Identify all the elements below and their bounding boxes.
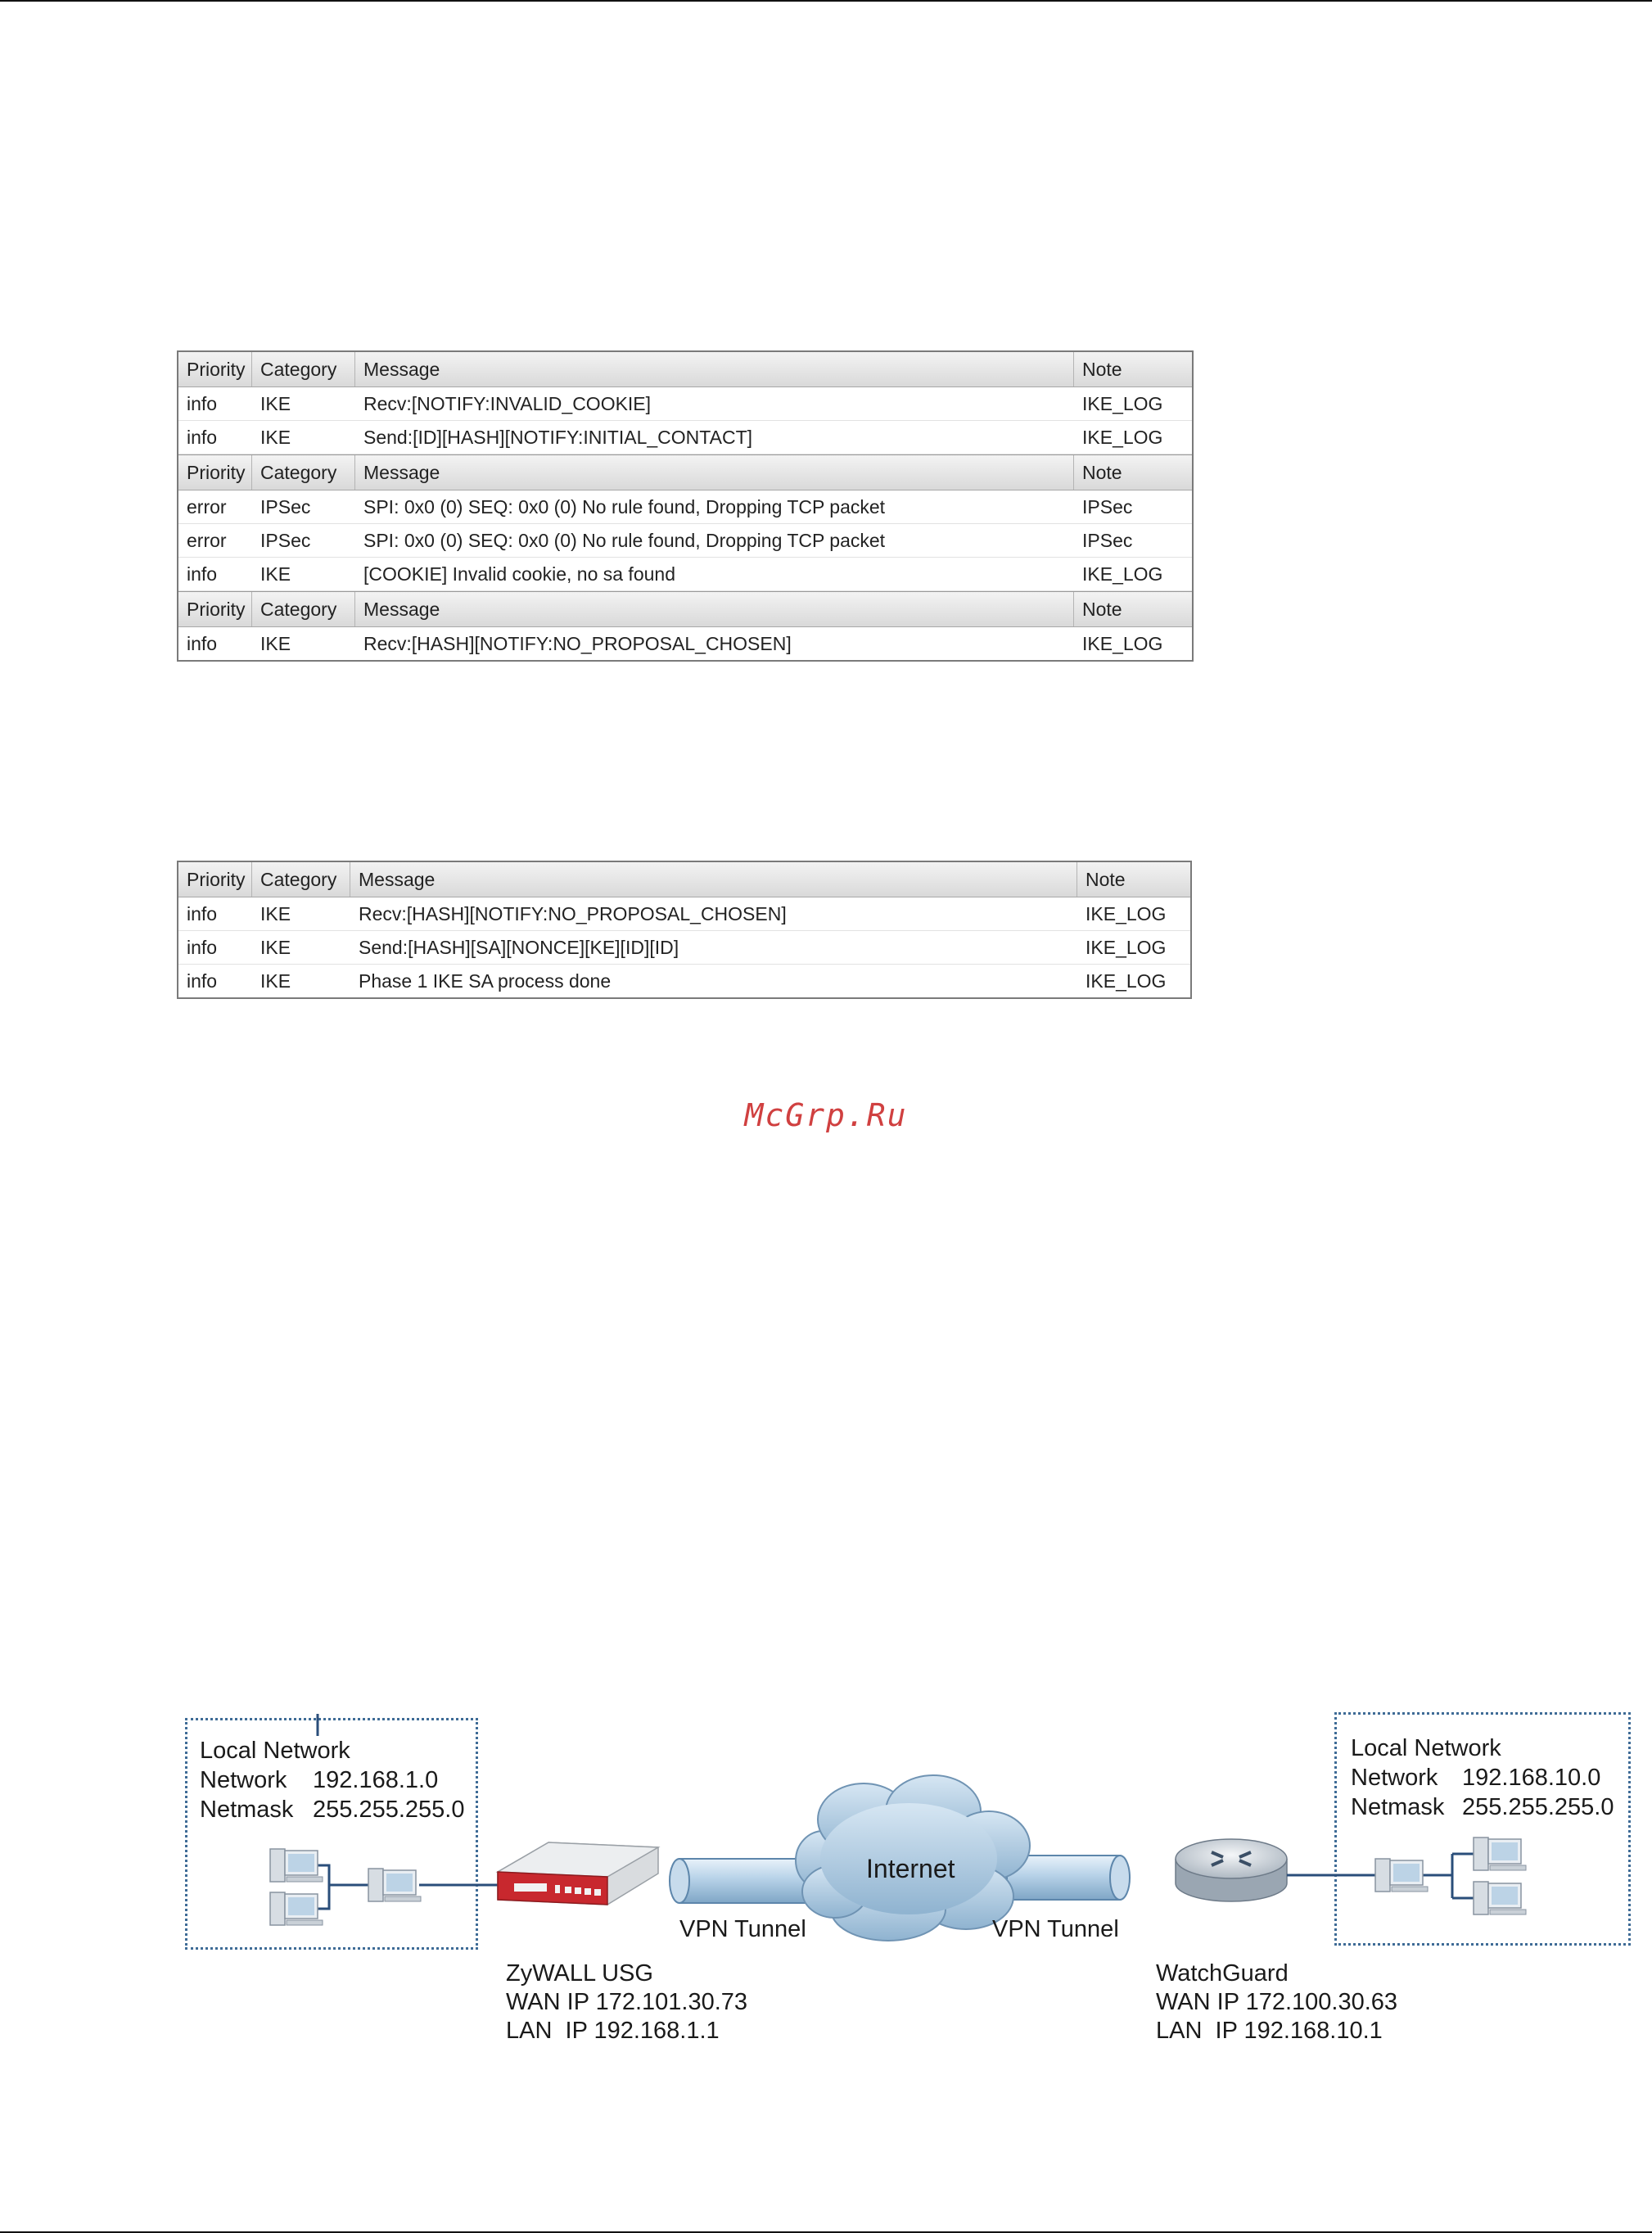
watchguard-lan-ip: LAN IP 192.168.10.1 [1156, 2018, 1383, 2044]
cell-note: IKE_LOG [1082, 426, 1163, 448]
cell-category: IKE [260, 392, 291, 414]
column-header-message: Message [355, 455, 1074, 490]
cell-message: SPI: 0x0 (0) SEQ: 0x0 (0) No rule found,… [363, 529, 886, 551]
column-header-note: Note [1082, 598, 1122, 620]
cell-message: Phase 1 IKE SA process done [359, 970, 612, 992]
cell-priority: info [187, 632, 218, 654]
left-local-network-box [185, 1718, 478, 1950]
cell-message: Recv:[NOTIFY:INVALID_COOKIE] [363, 392, 652, 414]
right-network-title: Local Network [1351, 1735, 1501, 1761]
table-row: info IKE Recv:[HASH][NOTIFY:NO_PROPOSAL_CH… [178, 897, 1190, 931]
cell-message: SPI: 0x0 (0) SEQ: 0x0 (0) No rule found,… [363, 495, 886, 518]
column-header-message: Message [350, 862, 1077, 897]
watermark-text: McGrp.Ru [744, 1097, 908, 1133]
column-header-message: Message [355, 592, 1074, 626]
vpn-tunnel-left-label: VPN Tunnel [679, 1916, 806, 1942]
cell-category: IPSec [260, 495, 311, 518]
cell-category: IKE [260, 426, 291, 448]
right-netmask-value: 255.255.255.0 [1462, 1794, 1614, 1820]
cell-priority: error [187, 529, 227, 551]
cell-category: IKE [260, 563, 291, 585]
left-network-address: 192.168.1.0 [313, 1767, 439, 1793]
vpn-tunnel-right [1006, 1855, 1131, 1901]
cell-note: IKE_LOG [1086, 936, 1167, 958]
column-header-priority: Priority [178, 352, 252, 386]
cell-message: [COOKIE] Invalid cookie, no sa found [363, 563, 675, 585]
cell-priority: error [187, 495, 227, 518]
cell-note: IKE_LOG [1086, 970, 1167, 992]
column-header-note: Note [1082, 461, 1122, 483]
cell-category: IKE [260, 970, 291, 992]
cell-note: IKE_LOG [1082, 632, 1163, 654]
column-header-priority: Priority [178, 592, 252, 626]
right-network-address: 192.168.10.0 [1462, 1765, 1601, 1791]
right-network-label: Network [1351, 1765, 1438, 1791]
column-header-category: Category [252, 352, 355, 386]
zywall-wan-ip: WAN IP 172.101.30.73 [506, 1989, 748, 2015]
table-row: info IKE Phase 1 IKE SA process done IKE_LO… [178, 965, 1190, 997]
zywall-usg-device [495, 1842, 661, 1905]
right-netmask-label: Netmask [1351, 1794, 1445, 1820]
cell-note: IKE_LOG [1086, 902, 1167, 924]
table-row: info IKE Send:[ID][HASH][NOTIFY:INITIAL_CO… [178, 421, 1192, 454]
watchguard-name: WatchGuard [1156, 1960, 1289, 1987]
column-header-category: Category [252, 455, 355, 490]
cell-note: IPSec [1082, 529, 1133, 551]
table-row: info IKE Send:[HASH][SA][NONCE][KE][ID][ID… [178, 931, 1190, 965]
zywall-lan-ip: LAN IP 192.168.1.1 [506, 2018, 720, 2044]
right-lan-wiring [1287, 1852, 1477, 1900]
cell-category: IKE [260, 632, 291, 654]
vpn-tunnel-right-label: VPN Tunnel [992, 1916, 1119, 1942]
cell-priority: info [187, 563, 218, 585]
zywall-name: ZyWALL USG [506, 1960, 653, 1987]
cell-priority: info [187, 426, 218, 448]
table-row: info IKE Recv:[HASH][NOTIFY:NO_PROPOSAL_CH… [178, 627, 1192, 660]
table-row: error IPSec SPI: 0x0 (0) SEQ: 0x0 (0) No r… [178, 524, 1192, 558]
bottom-rule [0, 2231, 1652, 2233]
left-network-label: Network [200, 1767, 287, 1793]
cell-priority: info [187, 392, 218, 414]
cell-category: IKE [260, 902, 291, 924]
table-row: error IPSec SPI: 0x0 (0) SEQ: 0x0 (0) No r… [178, 490, 1192, 524]
cell-note: IKE_LOG [1082, 392, 1163, 414]
column-header-priority: Priority [178, 862, 252, 897]
column-header-priority: Priority [178, 455, 252, 490]
cell-note: IPSec [1082, 495, 1133, 518]
column-header-note: Note [1086, 868, 1126, 890]
column-header-category: Category [252, 862, 350, 897]
cell-priority: info [187, 936, 218, 958]
watchguard-router [1175, 1838, 1288, 1902]
cell-message: Recv:[HASH][NOTIFY:NO_PROPOSAL_CHOSEN] [359, 902, 787, 924]
left-pc-group [269, 1848, 422, 1926]
cell-note: IKE_LOG [1082, 563, 1163, 585]
cell-message: Send:[ID][HASH][NOTIFY:INITIAL_CONTACT] [363, 426, 753, 448]
column-header-message: Message [355, 352, 1074, 386]
cell-category: IKE [260, 936, 291, 958]
column-header-category: Category [252, 592, 355, 626]
right-local-network-box [1334, 1712, 1631, 1946]
cell-category: IPSec [260, 529, 311, 551]
internet-label: Internet [866, 1854, 955, 1883]
top-rule [0, 0, 1652, 2]
watchguard-wan-ip: WAN IP 172.100.30.63 [1156, 1989, 1398, 2015]
left-network-title: Local Network [200, 1738, 350, 1764]
cell-message: Recv:[HASH][NOTIFY:NO_PROPOSAL_CHOSEN] [363, 632, 792, 654]
internet-cloud [795, 1774, 1031, 1941]
cell-priority: info [187, 902, 218, 924]
left-netmask-label: Netmask [200, 1797, 294, 1823]
column-header-note: Note [1082, 358, 1122, 380]
cell-message: Send:[HASH][SA][NONCE][KE][ID][ID] [359, 936, 679, 958]
table-row: info IKE [COOKIE] Invalid cookie, no sa fo… [178, 558, 1192, 591]
left-netmask-value: 255.255.255.0 [313, 1797, 465, 1823]
table-row: info IKE Recv:[NOTIFY:INVALID_COOKIE] IKE_L… [178, 387, 1192, 421]
cell-priority: info [187, 970, 218, 992]
